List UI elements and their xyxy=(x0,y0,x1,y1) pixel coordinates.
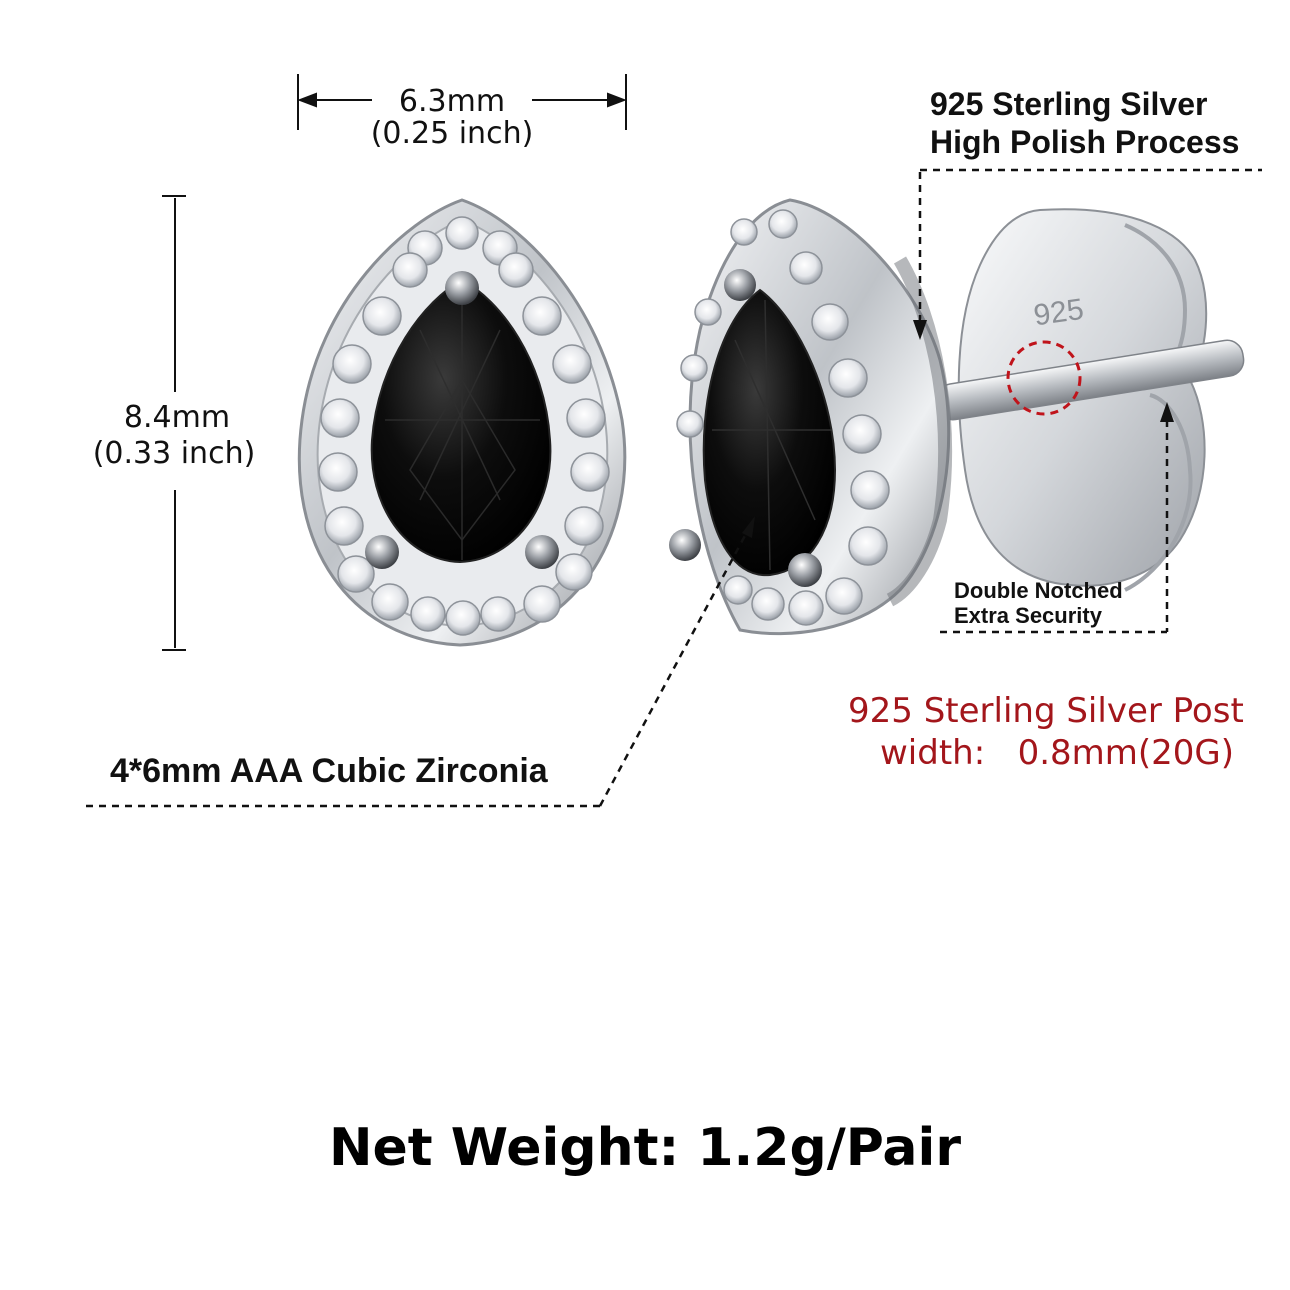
height-inch-label: (0.33 inch) xyxy=(92,436,256,471)
width-dimension-line xyxy=(297,74,627,130)
backing-callout-line1: Double Notched xyxy=(954,578,1123,603)
back-stamp-text: 925 xyxy=(1032,293,1086,333)
stone-arrowhead xyxy=(742,516,755,538)
material-leader-line xyxy=(918,168,1262,322)
front-earring xyxy=(297,198,627,647)
backing-callout-line2: Extra Security xyxy=(954,603,1102,628)
material-callout-line1: 925 Sterling Silver xyxy=(930,86,1208,122)
width-mm-label: 6.3mm xyxy=(398,84,506,119)
post-callout-line2: width: 0.8mm(20G) xyxy=(880,733,1235,773)
width-inch-label: (0.25 inch) xyxy=(370,116,534,151)
stone-callout-label: 4*6mm AAA Cubic Zirconia xyxy=(110,752,548,790)
backing-arrowhead xyxy=(1160,402,1174,422)
backing-leader-line xyxy=(940,420,1169,634)
stone-leader-line xyxy=(86,529,750,808)
material-arrowhead xyxy=(913,320,927,340)
post-callout-line1: 925 Sterling Silver Post xyxy=(848,691,1244,731)
side-earring: 925 xyxy=(669,198,1245,636)
material-callout-line2: High Polish Process xyxy=(930,124,1240,160)
height-dimension-line xyxy=(162,195,186,651)
height-mm-label: 8.4mm xyxy=(123,400,231,435)
net-weight-label: Net Weight: 1.2g/Pair xyxy=(329,1118,961,1178)
post-highlight-circle xyxy=(1006,340,1082,416)
